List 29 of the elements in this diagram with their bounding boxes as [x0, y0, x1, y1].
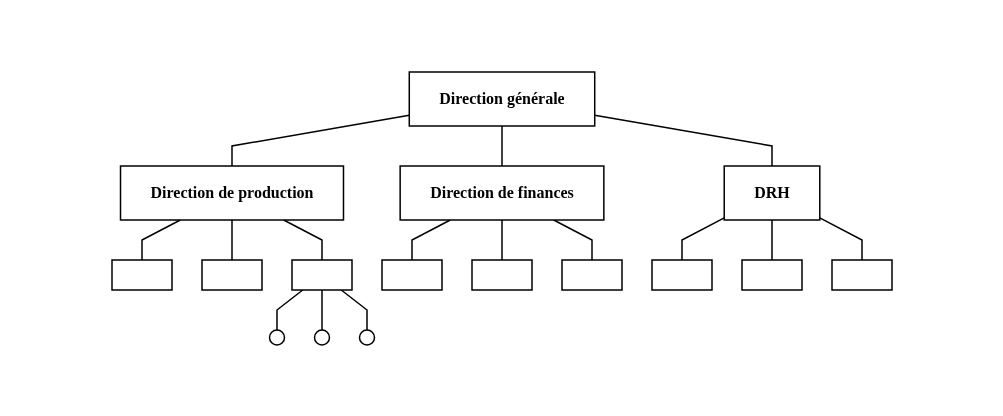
connector: [340, 288, 368, 331]
connector: [552, 218, 593, 261]
node-box: Direction générale: [408, 70, 595, 127]
connector: [410, 218, 451, 261]
node-box: [560, 258, 623, 291]
connector: [500, 124, 503, 167]
connector: [500, 218, 503, 261]
connector: [770, 218, 773, 261]
node-box: [380, 258, 443, 291]
node-box: Direction de production: [119, 164, 344, 221]
node-box: [110, 258, 173, 291]
node-box: DRH: [722, 164, 821, 221]
node-circle: [358, 328, 375, 346]
node-box: [650, 258, 713, 291]
node-circle: [313, 328, 330, 346]
node-circle: [268, 328, 285, 346]
connector: [320, 288, 323, 331]
node-box: [290, 258, 353, 291]
connector: [275, 288, 303, 331]
node-box: [200, 258, 263, 291]
connector: [818, 216, 863, 261]
connector: [680, 216, 725, 261]
node-box: [740, 258, 803, 291]
node-box: [830, 258, 893, 291]
node-box: [470, 258, 533, 291]
connector: [230, 218, 233, 261]
connector: [140, 218, 181, 261]
node-box: Direction de finances: [398, 164, 605, 221]
connector: [282, 218, 323, 261]
